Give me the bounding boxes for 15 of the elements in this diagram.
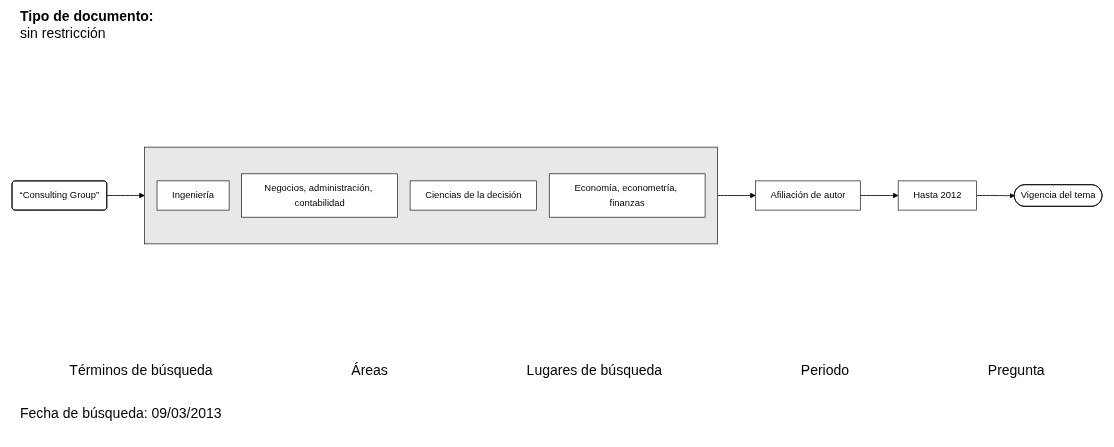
cluster	[144, 146, 718, 244]
column-caption: Periodo	[800, 362, 850, 378]
node-box: Ciencias de la decisión	[409, 180, 537, 210]
note-text: sin restricción	[20, 25, 106, 42]
node-box: Economía, econometría, finanzas	[548, 173, 706, 217]
note-text: Fecha de búsqueda: 09/03/2013	[20, 405, 222, 421]
node-box: Negocios, administración, contabilidad	[241, 173, 398, 217]
heading-text: Tipo de documento:	[20, 8, 154, 25]
column-caption: Áreas	[351, 362, 388, 378]
node-box: Afiliación de autor	[755, 180, 861, 210]
column-caption: Pregunta	[987, 362, 1045, 378]
column-caption: Lugares de búsqueda	[526, 362, 663, 378]
node-box: Ingeniería	[156, 180, 230, 210]
column-caption: Términos de búsqueda	[69, 362, 213, 378]
node-box: Hasta 2012	[897, 180, 977, 210]
